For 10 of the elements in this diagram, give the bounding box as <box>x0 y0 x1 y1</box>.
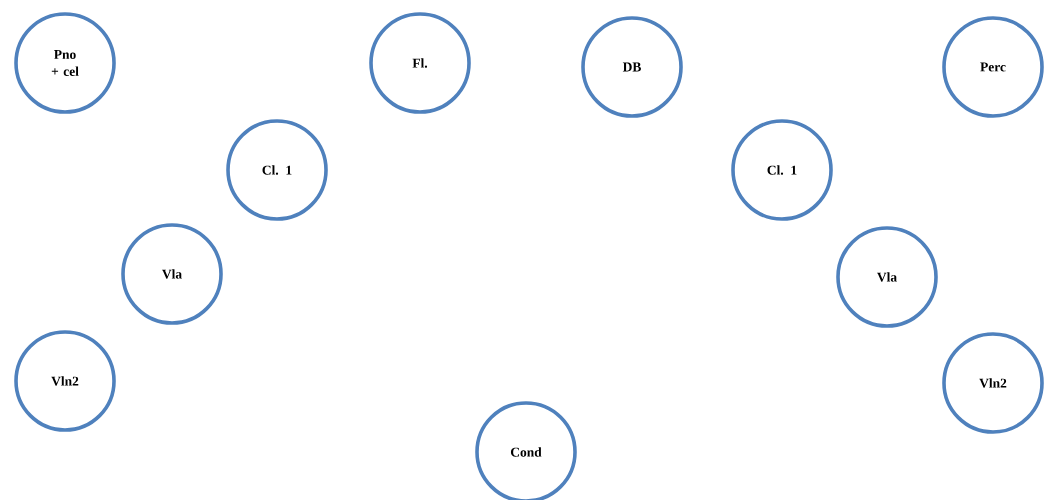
circle-node: Vln2 <box>14 330 116 432</box>
circle-node: Vln2 <box>942 332 1044 434</box>
circle-node: Cl. 1 <box>226 119 328 221</box>
circle-node: Vla <box>121 223 223 325</box>
circle-node: Pno + cel <box>14 12 116 114</box>
circle-node: Perc <box>942 16 1044 118</box>
circle-node: Cl. 1 <box>731 119 833 221</box>
circle-node: Fl. <box>369 12 471 114</box>
circle-node: DB <box>581 16 683 118</box>
circle-node: Vla <box>836 226 938 328</box>
